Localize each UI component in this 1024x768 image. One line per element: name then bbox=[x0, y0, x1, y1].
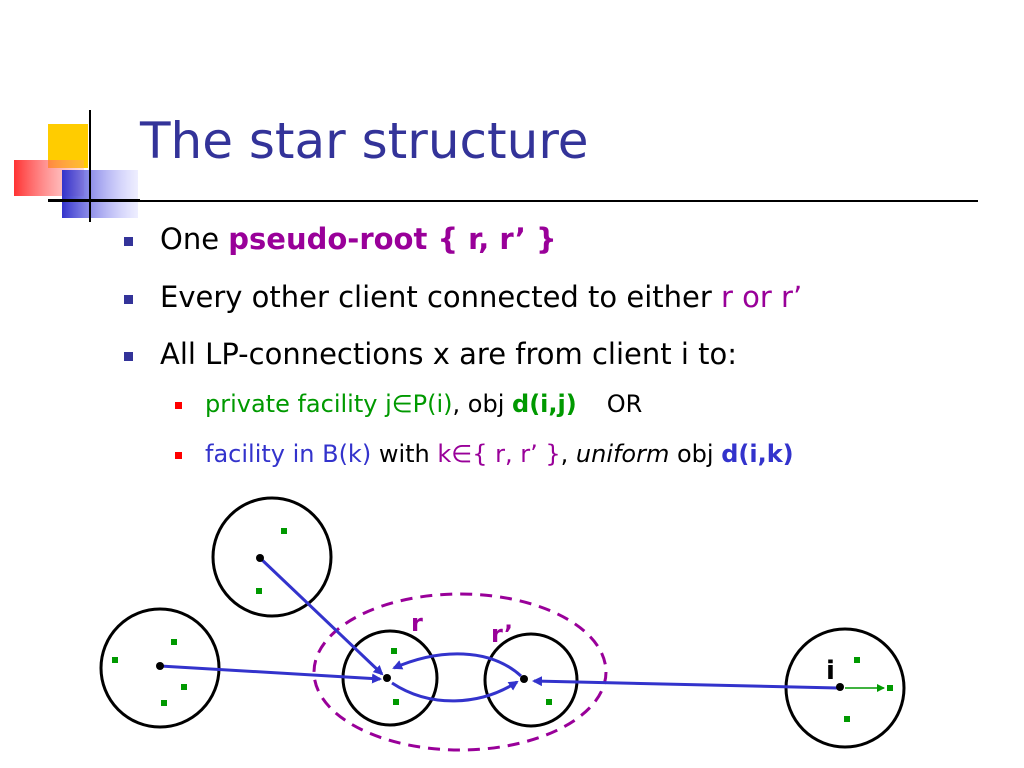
facility-point bbox=[844, 716, 850, 722]
bullet-lp-connections: All LP-connections x are from client i t… bbox=[124, 337, 737, 371]
bullet-text: One bbox=[160, 222, 229, 256]
or-text: OR bbox=[606, 390, 643, 418]
subbullet-facility-in-ball: facility in B(k) with k∈{ r, r’ }, unifo… bbox=[175, 440, 794, 468]
facility-point bbox=[112, 657, 118, 663]
deco-blue-bar bbox=[62, 170, 138, 218]
pseudo-root-term: pseudo-root { r, r’ } bbox=[228, 222, 557, 256]
slide-title: The star structure bbox=[140, 112, 589, 170]
root-set-text: { r, r’ } bbox=[472, 440, 561, 468]
client-point bbox=[156, 662, 164, 670]
bullet-pseudo-root: One pseudo-root { r, r’ } bbox=[124, 222, 557, 256]
facility-point bbox=[181, 684, 187, 690]
k-text: k bbox=[437, 440, 452, 468]
facility-point bbox=[546, 699, 552, 705]
label-r: r bbox=[411, 609, 423, 637]
r-or-r-prime: r or r’ bbox=[721, 280, 803, 314]
facility-point bbox=[256, 588, 262, 594]
arrow-r-prime-to-r bbox=[392, 652, 523, 678]
client-point bbox=[256, 554, 264, 562]
facility-point bbox=[171, 639, 177, 645]
subbullet-private-facility: private facility j∈P(i), obj d(i,j) OR bbox=[174, 390, 643, 418]
root-point-r-prime bbox=[520, 675, 528, 683]
distance-term: d(i,j) bbox=[512, 390, 577, 418]
with-text: with bbox=[371, 440, 438, 468]
obj-text: , obj bbox=[452, 390, 513, 418]
bullet-text: Every other client connected to either bbox=[160, 280, 722, 314]
facility-point bbox=[391, 648, 397, 654]
facility-points bbox=[112, 528, 893, 722]
pseudo-root-ball bbox=[312, 592, 608, 752]
label-i: i bbox=[826, 656, 835, 686]
comma-text: , bbox=[560, 440, 576, 468]
element-of-symbol: ∈ bbox=[451, 440, 473, 468]
facility-point bbox=[887, 685, 893, 691]
bullet-text: All LP-connections x are from client i t… bbox=[160, 337, 737, 371]
cluster-circle-top bbox=[211, 496, 333, 618]
root-point-r bbox=[383, 674, 391, 682]
arrow-r-to-r-prime bbox=[391, 680, 519, 703]
arrow-left-to-r bbox=[159, 664, 382, 684]
private-facility-text: private facility j bbox=[205, 390, 392, 418]
bullet-every-client: Every other client connected to either r… bbox=[123, 280, 803, 314]
facility-point bbox=[281, 528, 287, 534]
obj-text: obj bbox=[669, 440, 722, 468]
client-point-i bbox=[836, 683, 844, 691]
cluster-circle-r-prime bbox=[483, 632, 579, 728]
arrow-top-to-r bbox=[258, 556, 384, 676]
private-set-text: P(i) bbox=[412, 390, 453, 418]
facility-point bbox=[854, 657, 860, 663]
facility-ball-text: facility in B(k) bbox=[205, 440, 372, 468]
arrow-i-to-r-prime bbox=[532, 676, 839, 690]
element-of-symbol: ∈ bbox=[391, 390, 413, 418]
uniform-text: uniform bbox=[575, 440, 670, 468]
facility-point bbox=[161, 700, 167, 706]
label-r-prime: r’ bbox=[491, 620, 513, 648]
title-rule bbox=[48, 200, 978, 202]
facility-point bbox=[393, 699, 399, 705]
distance-term: d(i,k) bbox=[721, 440, 794, 468]
